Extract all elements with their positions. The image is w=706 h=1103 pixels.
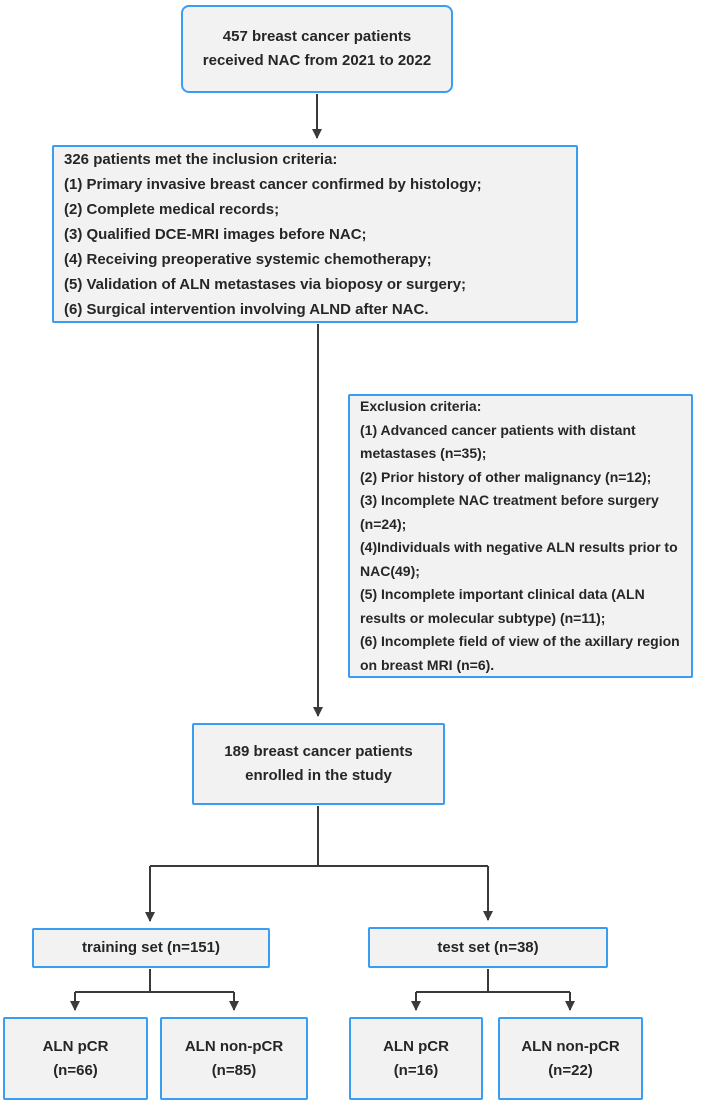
node-total-patients: 457 breast cancer patients received NAC … (181, 5, 453, 93)
node-inclusion-criteria: 326 patients met the inclusion criteria:… (52, 145, 578, 323)
node-text: test set (n=38) (437, 938, 539, 956)
node-text: enrolled in the study (245, 767, 392, 784)
exclusion-item-4: (4)Individuals with negative ALN results… (360, 539, 682, 579)
exclusion-header: Exclusion criteria: (360, 398, 482, 414)
node-enrolled-patients: 189 breast cancer patients enrolled in t… (192, 723, 445, 805)
node-test-set: test set (n=38) (368, 927, 608, 968)
inclusion-item-5: (5) Validation of ALN metastases via bio… (64, 275, 467, 293)
exclusion-item-5: (5) Incomplete important clinical data (… (360, 586, 649, 626)
node-text: (n=22) (548, 1061, 593, 1079)
node-test-aln-pcr: ALN pCR (n=16) (349, 1017, 483, 1100)
node-test-aln-nonpcr: ALN non-pCR (n=22) (498, 1017, 643, 1100)
inclusion-header: 326 patients met the inclusion criteria: (64, 150, 338, 168)
node-text: 457 breast cancer patients (222, 28, 412, 45)
exclusion-item-2: (2) Prior history of other malignancy (n… (360, 468, 652, 485)
node-text: received NAC from 2021 to 2022 (202, 52, 432, 69)
node-text: (n=66) (53, 1061, 98, 1079)
exclusion-item-6: (6) Incomplete field of view of the axil… (360, 633, 684, 673)
node-training-aln-pcr: ALN pCR (n=66) (3, 1017, 148, 1100)
inclusion-item-4: (4) Receiving preoperative systemic chem… (64, 250, 432, 268)
node-text: (n=85) (211, 1061, 257, 1079)
node-text: ALN pCR (42, 1037, 109, 1055)
exclusion-item-1: (1) Advanced cancer patients with distan… (360, 421, 640, 462)
node-training-set: training set (n=151) (32, 928, 270, 968)
node-text: ALN non-pCR (184, 1037, 284, 1055)
node-exclusion-criteria: Exclusion criteria: (1) Advanced cancer … (348, 394, 693, 678)
node-text: 189 breast cancer patients (224, 743, 413, 760)
inclusion-item-2: (2) Complete medical records; (64, 200, 280, 218)
node-text: ALN pCR (383, 1037, 449, 1055)
node-text: ALN non-pCR (521, 1037, 620, 1055)
node-text: (n=16) (393, 1061, 439, 1079)
exclusion-item-3: (3) Incomplete NAC treatment before surg… (360, 492, 663, 532)
inclusion-item-6: (6) Surgical intervention involving ALND… (64, 300, 429, 318)
node-text: training set (n=151) (82, 939, 220, 956)
node-training-aln-nonpcr: ALN non-pCR (n=85) (160, 1017, 308, 1100)
inclusion-item-3: (3) Qualified DCE-MRI images before NAC; (64, 225, 367, 243)
inclusion-item-1: (1) Primary invasive breast cancer confi… (64, 175, 482, 193)
